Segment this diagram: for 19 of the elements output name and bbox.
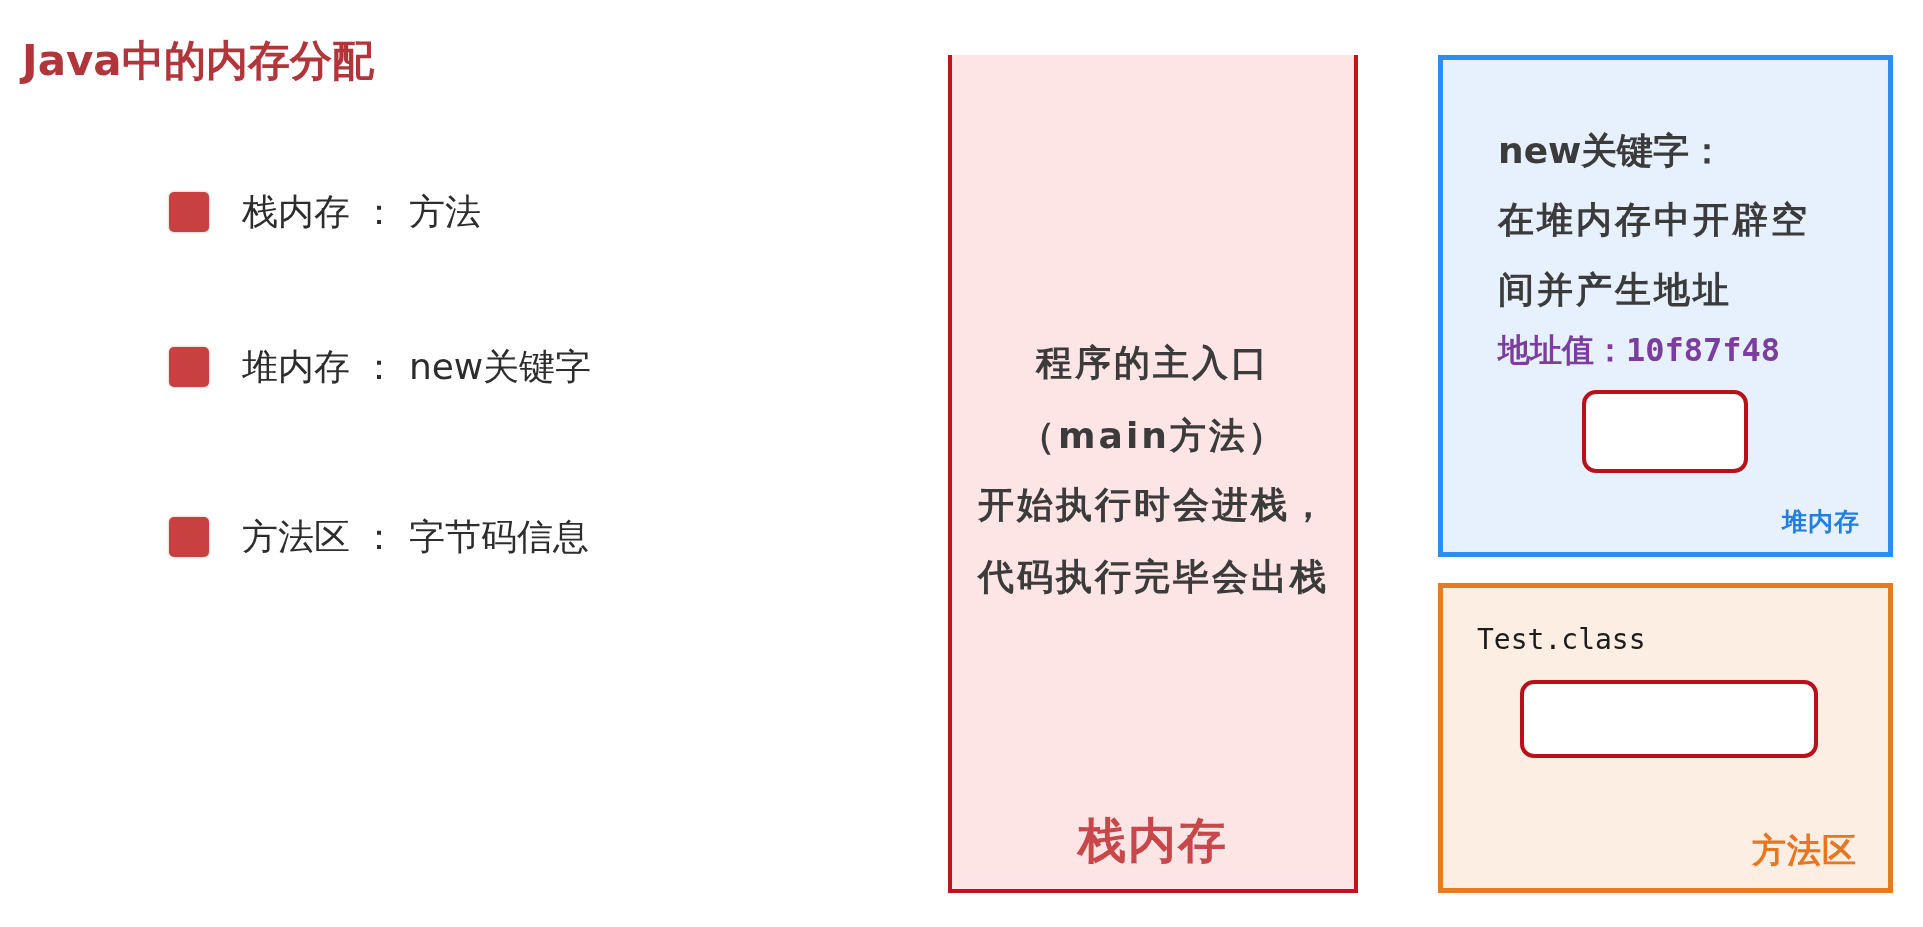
box-text: 代码执行完毕会出栈 — [977, 554, 1329, 599]
list-item-text: 堆内存 ： new关键字 — [242, 345, 592, 389]
region-label: 堆内存 — [1782, 506, 1860, 538]
list-item-text: 方法区 ： 字节码信息 — [242, 515, 589, 559]
box-text: new关键字： — [1498, 128, 1726, 173]
method-area-box — [1438, 583, 1893, 893]
class-name-text: Test.class — [1477, 622, 1646, 658]
box-text: 程序的主入口 — [1036, 340, 1270, 385]
box-text: 在堆内存中开辟空间并产生地址 — [1498, 198, 1811, 312]
stack-memory-box — [948, 55, 1358, 893]
heap-memory-box — [1438, 55, 1893, 557]
list-item-text: 栈内存 ： 方法 — [242, 190, 481, 234]
empty-slot-box — [1582, 390, 1748, 473]
box-text: （main方法） — [1019, 413, 1287, 458]
region-label: 栈内存 — [1078, 810, 1228, 870]
box-text: 开始执行时会进栈， — [977, 482, 1329, 527]
empty-slot-box — [1520, 680, 1818, 758]
address-text: 地址值：10f87f48 — [1498, 329, 1781, 371]
region-label: 方法区 — [1752, 829, 1857, 872]
